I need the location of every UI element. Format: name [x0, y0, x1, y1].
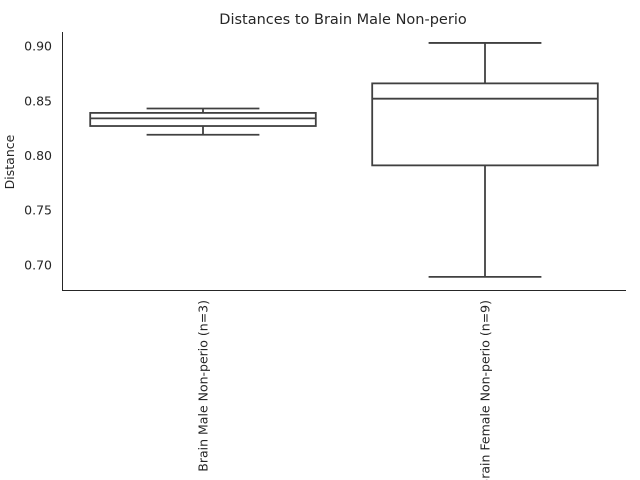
box-group	[371, 42, 599, 278]
box-iqr	[89, 111, 317, 127]
y-tick-label: 0.70	[24, 257, 52, 272]
x-tick-label: Brain Female Non-perio (n=9)	[478, 300, 493, 480]
plot-area	[89, 42, 599, 278]
chart-title: Distances to Brain Male Non-perio	[219, 12, 467, 28]
x-axis-ticks: Brain Male Non-perio (n=3) Brain Female N…	[196, 300, 493, 480]
box-iqr	[371, 82, 599, 167]
y-axis-label: Distance	[2, 134, 17, 189]
x-tick-label: Brain Male Non-perio (n=3)	[196, 300, 211, 472]
y-tick-label: 0.80	[24, 148, 52, 163]
y-tick-label: 0.85	[24, 93, 52, 108]
y-axis-ticks: 0.70 0.75 0.80 0.85 0.90	[24, 39, 52, 273]
y-tick-label: 0.90	[24, 39, 52, 54]
box-group	[89, 107, 317, 136]
y-tick-label: 0.75	[24, 203, 52, 218]
